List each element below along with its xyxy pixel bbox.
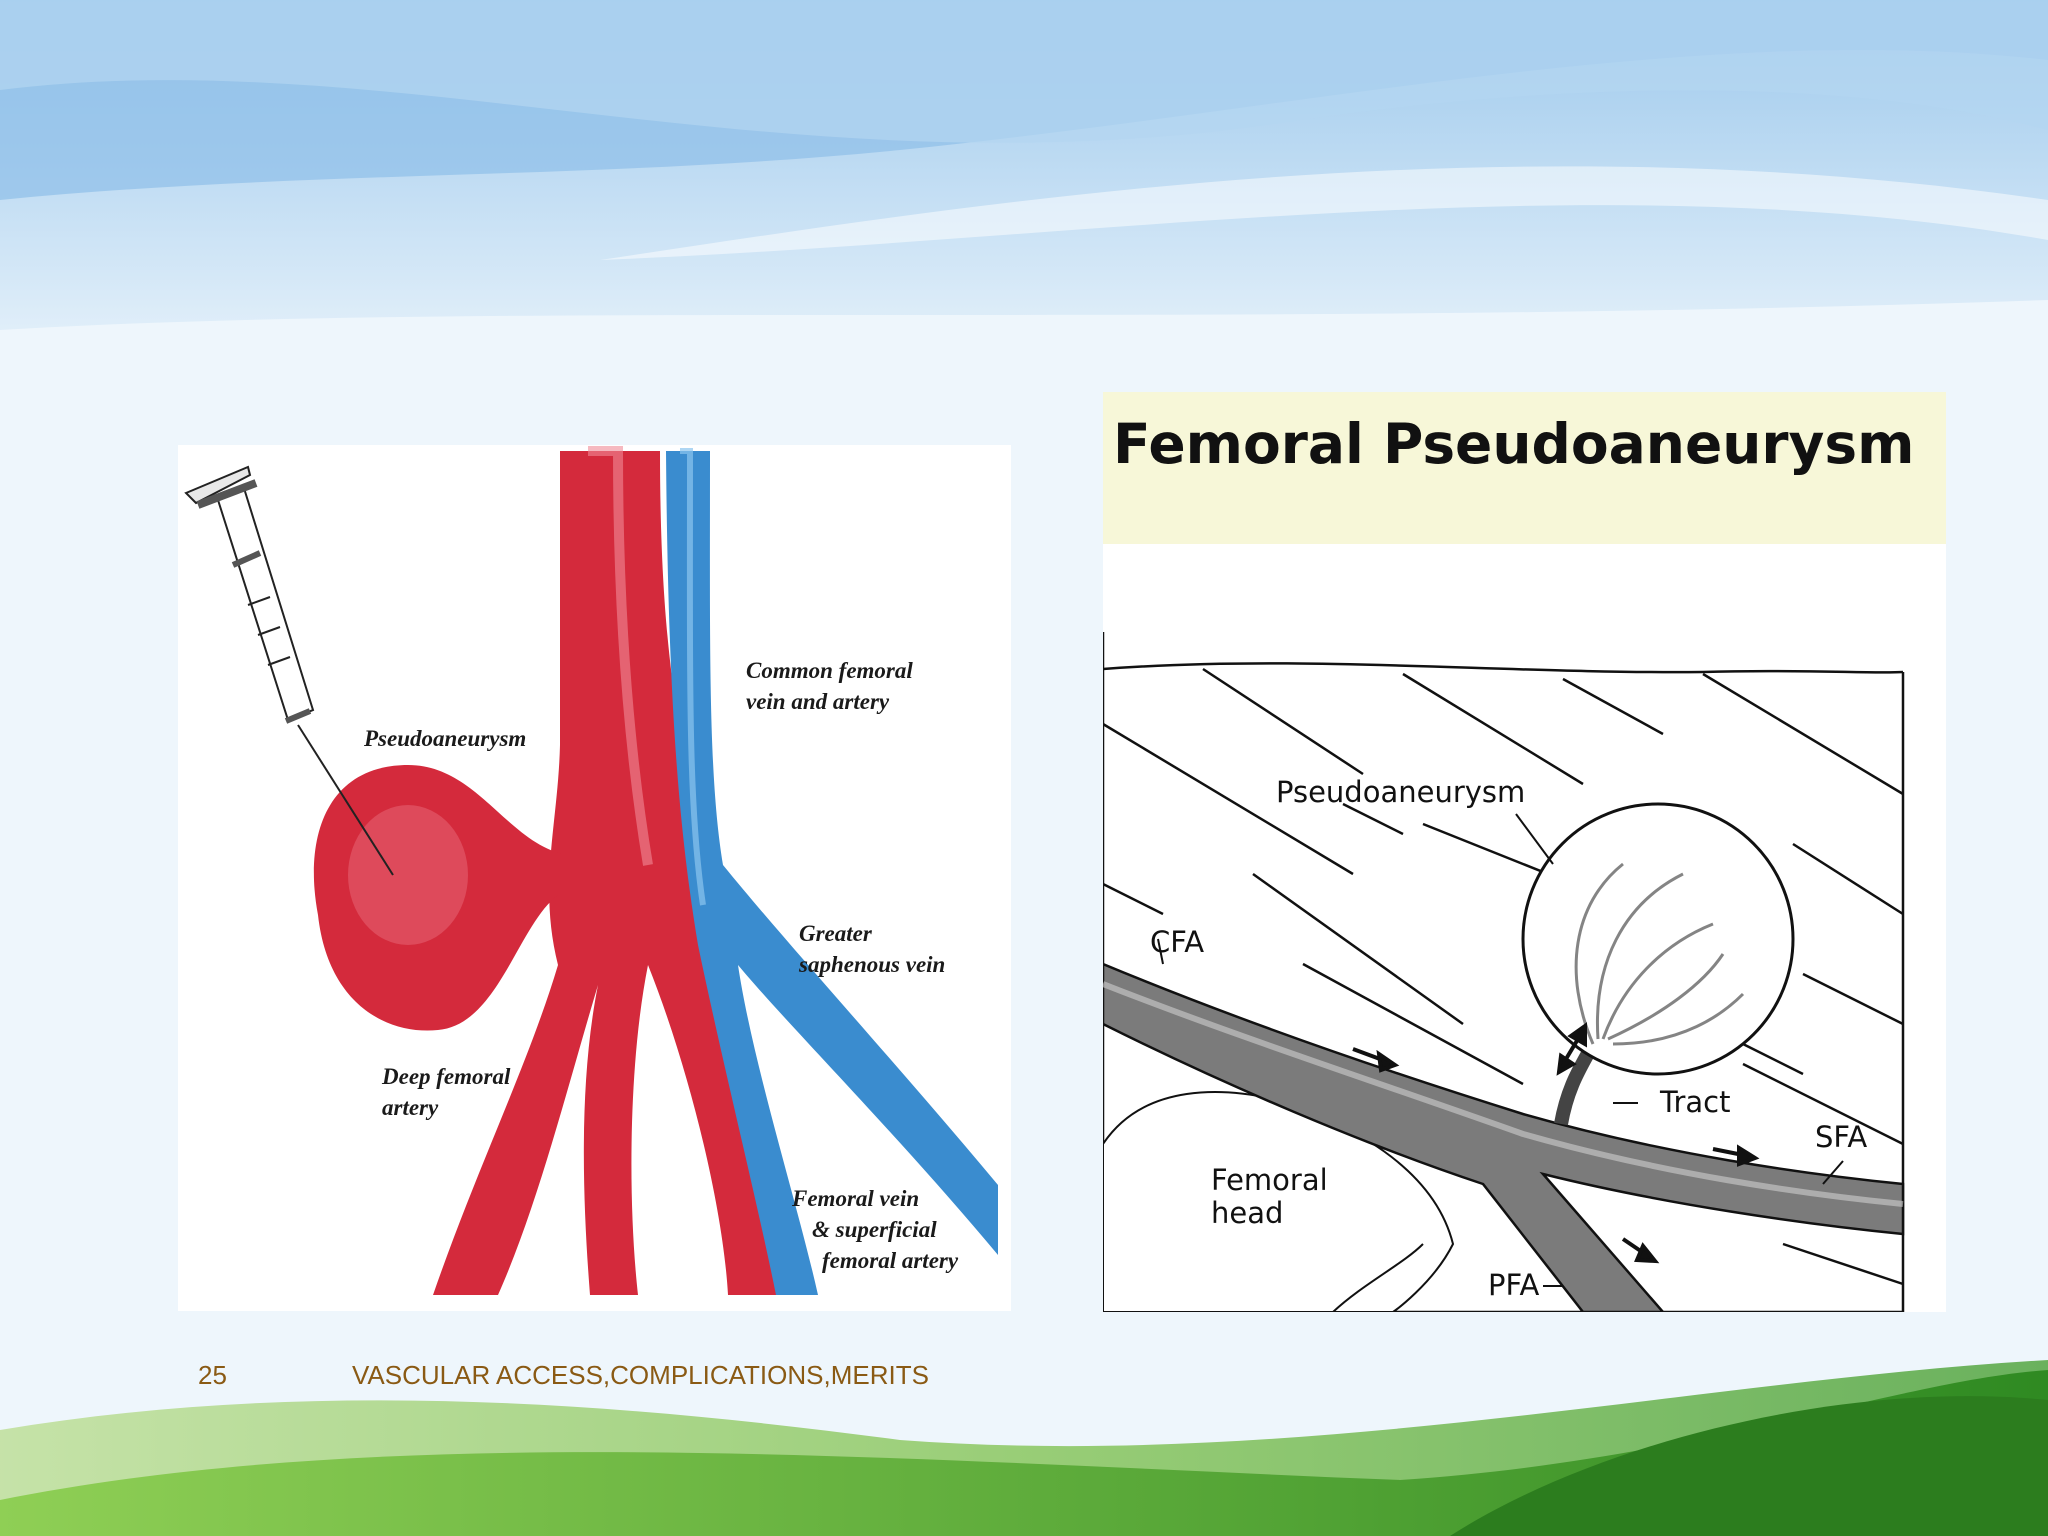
label-pseudoaneurysm: Pseudoaneurysm <box>364 726 527 751</box>
label-femoral-vein-2: & superficial <box>812 1217 937 1242</box>
footer-text: VASCULAR ACCESS,COMPLICATIONS,MERITS <box>352 1360 929 1390</box>
syringe-icon <box>184 465 394 876</box>
vessel-illustration <box>184 446 998 1295</box>
label-femoral-vein-3: femoral artery <box>822 1248 959 1273</box>
line-diagram <box>1103 632 1905 1312</box>
title-band <box>1103 392 1946 544</box>
label-greater-saphenous-1: Greater <box>799 921 872 946</box>
label-deep-femoral-2: artery <box>382 1095 439 1120</box>
label-femoral-head-2: head <box>1211 1196 1284 1230</box>
label-common-femoral-1: Common femoral <box>746 658 913 683</box>
label-pfa: PFA <box>1488 1268 1540 1302</box>
page-number: 25 <box>198 1360 227 1390</box>
right-figure-panel: Pseudoaneurysm CFA Tract SFA Femoral hea… <box>1103 544 1946 1312</box>
label-femoral-vein-1: Femoral vein <box>792 1186 920 1211</box>
label-pseudoaneurysm-right: Pseudoaneurysm <box>1276 775 1526 809</box>
left-figure-panel: Pseudoaneurysm Common femoral vein and a… <box>178 445 1011 1311</box>
label-greater-saphenous-2: saphenous vein <box>799 952 946 977</box>
label-cfa: CFA <box>1150 925 1205 959</box>
label-femoral-head-1: Femoral <box>1211 1163 1328 1197</box>
label-common-femoral-2: vein and artery <box>746 689 890 714</box>
label-tract: Tract <box>1660 1085 1731 1119</box>
slide-title: Femoral Pseudoaneurysm <box>1113 412 1915 476</box>
label-sfa: SFA <box>1815 1120 1868 1154</box>
label-deep-femoral-1: Deep femoral <box>382 1064 511 1089</box>
